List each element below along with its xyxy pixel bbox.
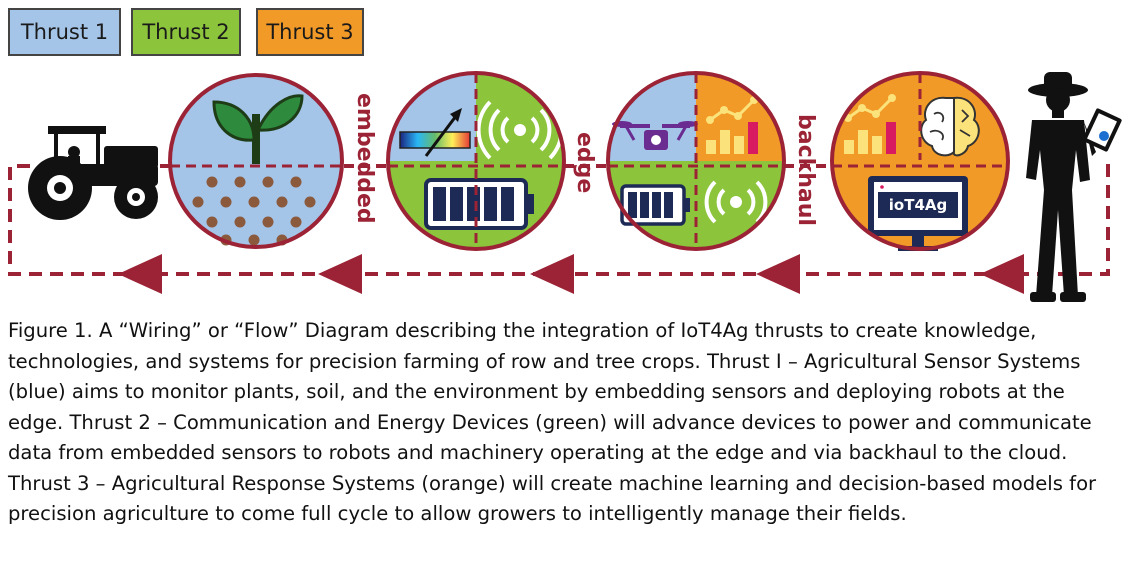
flow-arrow xyxy=(756,254,800,294)
farmer-icon xyxy=(1026,72,1122,302)
stage-label-embedded: embedded xyxy=(352,93,377,224)
stage-label-backhaul: backhaul xyxy=(793,114,818,226)
bar-chart-icon xyxy=(706,96,758,154)
flow-diagram: embedded xyxy=(8,71,1122,302)
sensor-gauge-icon xyxy=(399,108,471,157)
bar-chart-icon xyxy=(844,94,896,154)
flow-arrow xyxy=(118,254,162,294)
flow-arrow xyxy=(530,254,574,294)
stage-label-edge: edge xyxy=(572,132,597,193)
monitor-icon: ioT4Ag xyxy=(868,176,968,251)
plant-icon xyxy=(212,94,304,164)
backhaul-circle: ioT4Ag xyxy=(830,71,1010,251)
flow-arrow xyxy=(318,254,362,294)
wireless-signal-icon xyxy=(476,100,564,160)
battery-icon xyxy=(620,184,690,226)
embedded-circle xyxy=(168,73,344,249)
flow-arrow xyxy=(980,254,1024,294)
brain-icon xyxy=(920,96,980,157)
legend-thrust-1: Thrust 1 xyxy=(8,8,121,56)
legend-thrust-2: Thrust 2 xyxy=(131,8,241,56)
tractor-icon xyxy=(28,126,158,220)
monitor-label: ioT4Ag xyxy=(889,196,947,214)
tablet-icon xyxy=(1082,108,1122,152)
figure-caption: Figure 1. A “Wiring” or “Flow” Diagram d… xyxy=(8,319,1097,525)
battery-icon xyxy=(424,178,534,230)
flow-arrows xyxy=(118,254,1024,294)
edge-robot-circle xyxy=(606,71,786,251)
edge-sensor-circle xyxy=(386,71,566,251)
legend-thrust-3: Thrust 3 xyxy=(256,8,364,56)
